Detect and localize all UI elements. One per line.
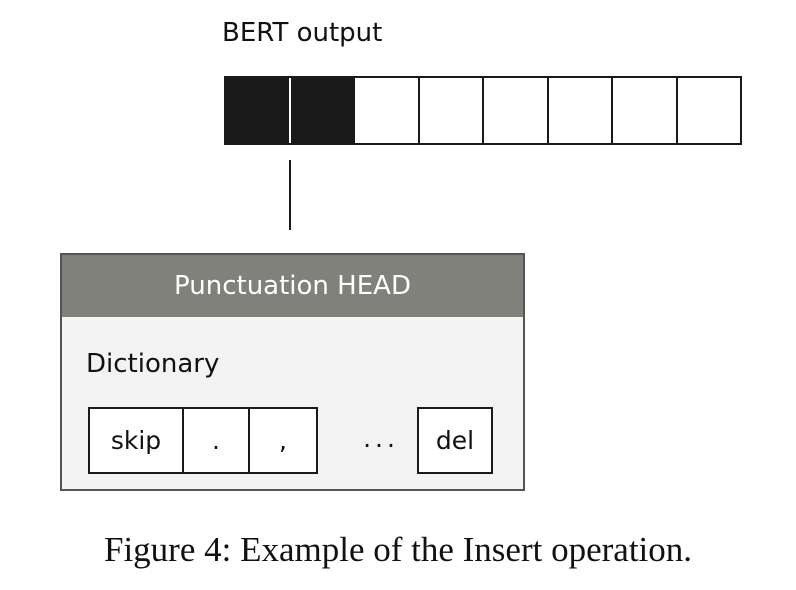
punctuation-head-title: Punctuation HEAD [62, 255, 523, 317]
bert-cell-7 [613, 78, 678, 143]
dictionary-row: skip . , [88, 407, 318, 474]
dictionary-item-comma: , [279, 426, 287, 455]
bert-cell-4 [419, 78, 484, 143]
dictionary-label: Dictionary [86, 349, 220, 379]
bert-cell-3 [355, 78, 420, 143]
bert-output-label: BERT output [222, 18, 383, 48]
figure-caption: Figure 4: Example of the Insert operatio… [103, 530, 693, 569]
bert-cell-1 [226, 78, 291, 143]
dictionary-ellipsis: ... [363, 424, 399, 453]
dictionary-item-skip: skip [90, 409, 184, 472]
bert-cell-5 [484, 78, 549, 143]
bert-output-vector [224, 76, 742, 145]
bert-cell-8 [677, 78, 742, 143]
connector-line [289, 160, 291, 230]
dictionary-item-del: del [417, 407, 493, 474]
punctuation-head-box: Punctuation HEAD Dictionary skip . , ...… [60, 253, 525, 491]
dictionary-item-period: . [184, 409, 250, 472]
bert-cell-2 [290, 78, 355, 143]
bert-cell-6 [548, 78, 613, 143]
